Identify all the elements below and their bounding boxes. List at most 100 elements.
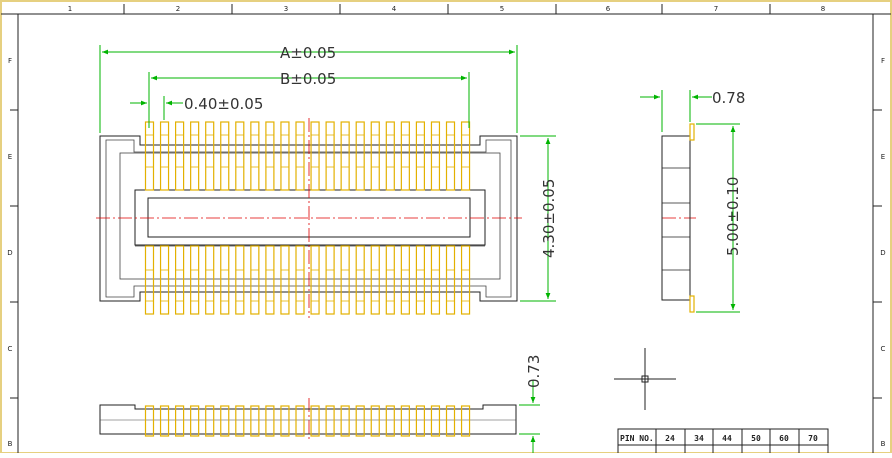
pin <box>265 405 275 437</box>
column-label: 1 <box>68 5 72 13</box>
pin <box>280 121 290 191</box>
pin <box>280 405 290 437</box>
row-labels: F E D C B F E D C B <box>7 57 885 448</box>
pin <box>159 405 170 437</box>
pin <box>295 405 305 437</box>
pin <box>325 245 335 315</box>
row-label-right: F <box>881 57 885 65</box>
pin-table-header: 34 <box>694 434 704 443</box>
dimension-body-height-label: 4.30±0.05 <box>540 179 558 258</box>
pin <box>220 121 230 191</box>
column-label: 3 <box>284 5 288 13</box>
dimension-side-height-label: 5.00±0.10 <box>724 177 742 256</box>
pin <box>370 245 380 315</box>
row-label-right: B <box>881 440 886 448</box>
pin-table-header: 44 <box>722 434 732 443</box>
row-label-left: B <box>8 440 13 448</box>
pin-table-header: 60 <box>779 434 789 443</box>
pin <box>175 245 185 315</box>
pin <box>445 121 456 191</box>
pin <box>325 405 335 437</box>
pin <box>235 245 245 315</box>
connector-side-view <box>661 123 695 313</box>
pin <box>280 245 290 315</box>
dimension-a-label: A±0.05 <box>280 44 336 62</box>
pin <box>250 245 260 315</box>
pin-table-header: 24 <box>665 434 675 443</box>
pin <box>385 121 395 191</box>
pin <box>310 245 320 315</box>
pin <box>205 245 215 315</box>
dimension-lines <box>99 45 740 453</box>
pin <box>340 121 350 191</box>
pin <box>355 245 365 315</box>
pin <box>190 245 200 315</box>
pin <box>430 121 441 191</box>
pin <box>235 121 245 191</box>
pin <box>370 405 380 437</box>
row-label-right: C <box>881 345 886 353</box>
row-label-left: E <box>8 153 12 161</box>
pin <box>205 405 215 437</box>
column-label: 4 <box>392 5 397 13</box>
pin <box>144 121 155 191</box>
pin <box>144 405 155 437</box>
pin <box>220 405 230 437</box>
pin <box>355 121 365 191</box>
pin <box>265 121 275 191</box>
pin <box>415 245 425 315</box>
connector-profile-view <box>99 404 517 437</box>
pin <box>190 405 200 437</box>
pin <box>159 245 170 315</box>
row-label-right: E <box>881 153 885 161</box>
pin <box>340 405 350 437</box>
pin <box>325 121 335 191</box>
pin <box>250 405 260 437</box>
pin <box>445 405 456 437</box>
pin-row-upper <box>144 121 471 191</box>
pin <box>190 121 200 191</box>
row-label-left: F <box>8 57 12 65</box>
pin <box>460 405 471 437</box>
pin <box>385 245 395 315</box>
row-label-right: D <box>880 249 885 257</box>
pin <box>460 121 471 191</box>
pin <box>430 405 441 437</box>
pin <box>175 121 185 191</box>
pin-table-header: 50 <box>751 434 761 443</box>
pin-table: PIN NO. 24 34 44 50 60 70 <box>617 428 829 458</box>
pin-row-lower <box>144 245 471 315</box>
dimension-profile-height-label: 0.73 <box>525 355 543 388</box>
pin-table-header: 70 <box>808 434 818 443</box>
pin <box>430 245 441 315</box>
column-label: 5 <box>500 5 504 13</box>
pin <box>295 121 305 191</box>
pin <box>385 405 395 437</box>
dimension-pitch-label: 0.40±0.05 <box>184 95 263 113</box>
pin <box>159 121 170 191</box>
pin <box>295 245 305 315</box>
pin <box>310 405 320 437</box>
pin <box>265 245 275 315</box>
pin <box>400 405 410 437</box>
pin <box>400 245 410 315</box>
pin <box>175 405 185 437</box>
pin <box>250 121 260 191</box>
pin-row-profile <box>144 405 471 437</box>
pin <box>460 245 471 315</box>
crosshair-icon <box>614 348 676 410</box>
column-label: 2 <box>176 5 180 13</box>
pin <box>355 405 365 437</box>
pin <box>400 121 410 191</box>
column-labels: 1 2 3 4 5 6 7 8 <box>68 5 825 13</box>
row-label-left: C <box>8 345 13 353</box>
column-label: 8 <box>821 5 825 13</box>
pin <box>370 121 380 191</box>
pin <box>220 245 230 315</box>
column-label: 7 <box>714 5 718 13</box>
dimension-b-label: B±0.05 <box>280 70 336 88</box>
connector-top-view <box>99 121 518 315</box>
pin <box>144 245 155 315</box>
pin <box>445 245 456 315</box>
